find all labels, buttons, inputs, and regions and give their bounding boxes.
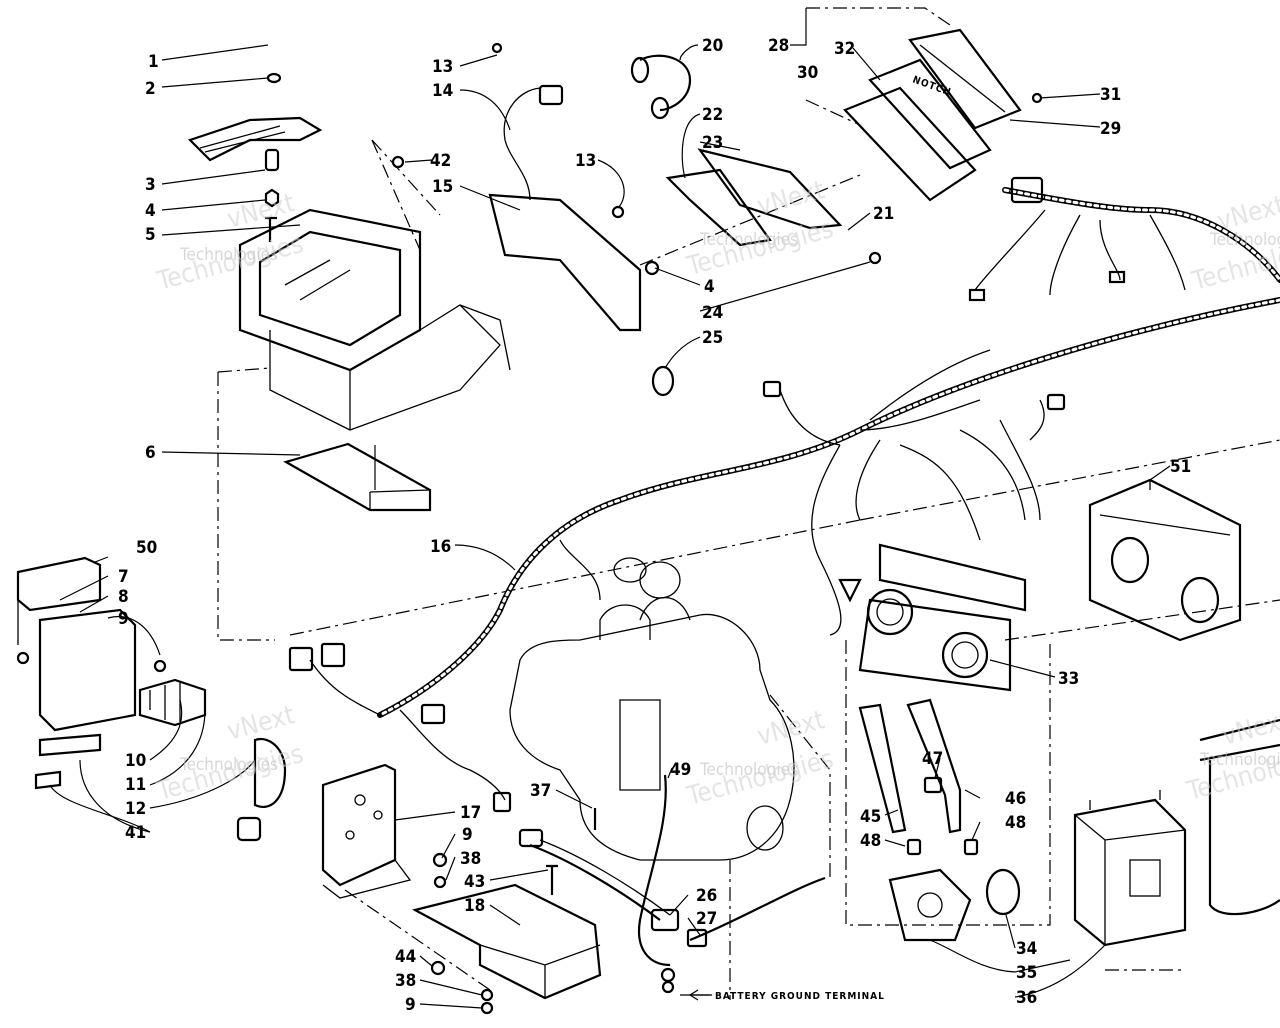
callout-45: 45 [860, 807, 881, 827]
notch-label: NOTCH [911, 74, 953, 98]
upper-harness [968, 176, 1280, 302]
svg-text:vNext: vNext [754, 175, 828, 222]
callout-9: 9 [118, 609, 129, 629]
callout-34: 34 [1016, 939, 1037, 959]
callout-4: 4 [704, 277, 715, 297]
battery-box-housing [238, 208, 511, 431]
assembly-dash-lines [217, 7, 1280, 1000]
callout-32: 32 [834, 39, 855, 59]
svg-text:Technologies: Technologies [699, 230, 798, 250]
callout-42: 42 [430, 151, 451, 171]
callout-17: 17 [460, 803, 481, 823]
callout-25: 25 [702, 328, 723, 348]
callout-3: 3 [145, 175, 156, 195]
callout-29: 29 [1100, 119, 1121, 139]
svg-text:Technologies: Technologies [683, 744, 836, 812]
callout-20: 20 [702, 36, 723, 56]
cover-plates [644, 148, 882, 276]
callout-10: 10 [125, 751, 146, 771]
callout-23: 23 [702, 133, 723, 153]
callout-48: 48 [1005, 813, 1026, 833]
callout-28: 28 [768, 36, 789, 56]
callout-48: 48 [860, 831, 881, 851]
main-wiring-harness [288, 297, 1280, 813]
callout-30: 30 [797, 63, 818, 83]
callout-9: 9 [462, 825, 473, 845]
fuel-and-battery [858, 698, 1280, 947]
regulator-bracket [488, 84, 642, 332]
air-silencer [1088, 478, 1242, 642]
svg-text:Technologies: Technologies [1199, 750, 1280, 770]
callout-2: 2 [145, 79, 156, 99]
callout-4: 4 [145, 201, 156, 221]
watermark: vNext Technologies Technologies vNext Te… [153, 175, 1280, 812]
callout-14: 14 [432, 81, 453, 101]
leader-lines [49, 8, 1171, 1009]
callout-38: 38 [395, 971, 416, 991]
battery-ground-terminal-label: BATTERY GROUND TERMINAL [715, 991, 885, 1002]
carburetor-assembly [838, 543, 1027, 692]
callout-47: 47 [922, 749, 943, 769]
callout-26: 26 [696, 886, 717, 906]
battery-cables [518, 774, 826, 994]
callout-33: 33 [1058, 669, 1079, 689]
callout-51: 51 [1170, 457, 1191, 477]
foam-pad [283, 442, 432, 512]
callout-6: 6 [145, 443, 156, 463]
battery-tray [411, 883, 602, 1000]
callout-labels: 1 2 3 4 5 6 7 8 9 10 11 12 41 50 42 13 1… [118, 36, 1191, 1015]
callout-35: 35 [1016, 963, 1037, 983]
mounting-plate [321, 763, 412, 899]
svg-text:Technologies: Technologies [1209, 230, 1280, 250]
callout-31: 31 [1100, 85, 1121, 105]
callout-24: 24 [702, 303, 723, 323]
callout-49: 49 [670, 760, 691, 780]
callout-46: 46 [1005, 789, 1026, 809]
svg-text:Technologies: Technologies [179, 245, 278, 265]
cdi-module [843, 28, 1022, 202]
callout-18: 18 [464, 896, 485, 916]
callout-36: 36 [1016, 988, 1037, 1008]
callout-16: 16 [430, 537, 451, 557]
svg-text:vNext: vNext [754, 705, 828, 752]
hardware [391, 42, 1043, 1015]
svg-text:vNext: vNext [1219, 705, 1280, 752]
callout-12: 12 [125, 799, 146, 819]
callout-11: 11 [125, 775, 146, 795]
callout-21: 21 [873, 204, 894, 224]
callout-8: 8 [118, 587, 129, 607]
wire-clamps [630, 54, 692, 397]
callout-1: 1 [148, 52, 159, 72]
engine-outline [509, 557, 795, 861]
callout-41: 41 [125, 823, 146, 843]
callout-50: 50 [136, 538, 157, 558]
callout-37: 37 [530, 781, 551, 801]
battery-ground-arrow [689, 989, 712, 1001]
callout-5: 5 [145, 225, 156, 245]
callout-13: 13 [432, 57, 453, 77]
svg-text:Technologies: Technologies [153, 739, 306, 807]
callout-27: 27 [696, 909, 717, 929]
svg-text:Technologies: Technologies [153, 229, 306, 297]
svg-text:Technologies: Technologies [179, 755, 278, 775]
callout-38: 38 [460, 849, 481, 869]
callout-15: 15 [432, 177, 453, 197]
callout-44: 44 [395, 947, 416, 967]
callout-13: 13 [575, 151, 596, 171]
callout-43: 43 [464, 872, 485, 892]
callout-22: 22 [702, 105, 723, 125]
svg-text:Technologies: Technologies [699, 760, 798, 780]
callout-7: 7 [118, 567, 129, 587]
callout-9: 9 [405, 995, 416, 1015]
